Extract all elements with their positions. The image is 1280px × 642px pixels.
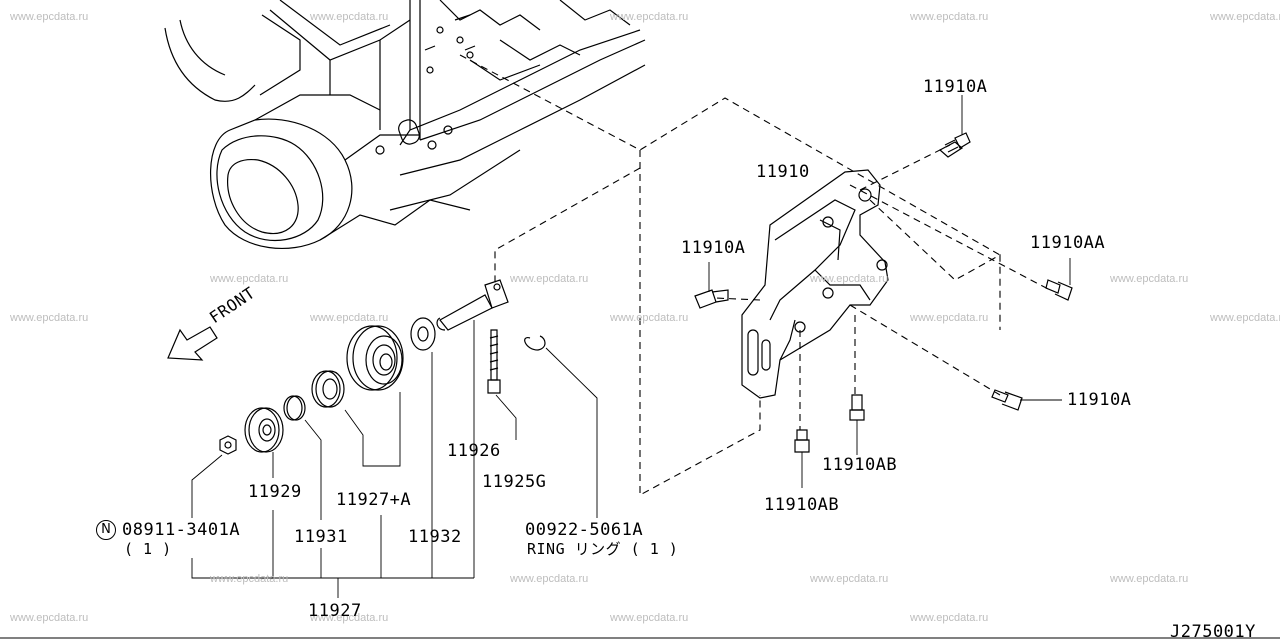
phantom-lines	[459, 54, 1051, 496]
front-arrow	[167, 326, 218, 361]
n-symbol: N	[96, 520, 116, 540]
part-label-11910A-left[interactable]: 11910A	[681, 238, 746, 258]
watermark: www.epcdata.ru	[210, 573, 289, 585]
watermark: www.epcdata.ru	[510, 273, 589, 285]
part-label-11910[interactable]: 11910	[756, 162, 810, 182]
part-label-11927[interactable]: 11927	[308, 601, 362, 621]
watermark: www.epcdata.ru	[910, 612, 989, 624]
watermark: www.epcdata.ru	[910, 312, 989, 324]
bearing	[311, 370, 345, 408]
watermark: www.epcdata.ru	[910, 11, 989, 23]
ring-clip	[524, 335, 598, 518]
qty-note-08911: ( 1 )	[124, 540, 172, 558]
part-label-08911[interactable]: 08911-3401A	[122, 520, 241, 540]
watermark: www.epcdata.ru	[610, 312, 689, 324]
watermark: www.epcdata.ru	[310, 612, 389, 624]
watermark: www.epcdata.ru	[210, 273, 289, 285]
bolt-11910A-left	[694, 262, 729, 309]
spacer-11931	[283, 395, 322, 520]
bolt-11925G	[487, 329, 517, 440]
group-bracket-11927	[191, 510, 474, 598]
engine-block	[164, 0, 646, 250]
part-label-11910A-top[interactable]: 11910A	[923, 77, 988, 97]
watermark: www.epcdata.ru	[10, 11, 89, 23]
watermark: www.epcdata.ru	[1110, 273, 1189, 285]
part-label-11925G[interactable]: 11925G	[482, 472, 547, 492]
watermark: www.epcdata.ru	[810, 273, 889, 285]
watermark: www.epcdata.ru	[10, 612, 89, 624]
bolt-11910AB-bottom	[794, 429, 810, 488]
plate-11929	[244, 407, 284, 478]
ring-note: RING リング ( 1 )	[527, 540, 679, 558]
watermark: www.epcdata.ru	[1110, 573, 1189, 585]
bolt-11910A-top	[938, 95, 971, 158]
pulley-11927	[344, 325, 404, 467]
bolt-11910AB-right	[849, 394, 865, 455]
part-label-11910AB-bottom[interactable]: 11910AB	[764, 495, 840, 515]
nut-08911	[191, 435, 237, 518]
part-label-11910A-right[interactable]: 11910A	[1067, 390, 1132, 410]
bolt-11910AA	[1045, 258, 1073, 301]
watermark: www.epcdata.ru	[310, 312, 389, 324]
watermark: www.epcdata.ru	[10, 312, 89, 324]
part-label-11927A[interactable]: 11927+A	[336, 490, 412, 510]
part-label-11926[interactable]: 11926	[447, 441, 501, 461]
watermark: www.epcdata.ru	[510, 573, 589, 585]
part-label-11929[interactable]: 11929	[248, 482, 302, 502]
part-label-11910AA[interactable]: 11910AA	[1030, 233, 1106, 253]
watermark: www.epcdata.ru	[610, 11, 689, 23]
part-label-00922[interactable]: 00922-5061A	[525, 520, 644, 540]
diagram-id: J275001Y	[1170, 622, 1256, 642]
bracket-11910	[741, 169, 889, 399]
watermark: www.epcdata.ru	[310, 11, 389, 23]
bolt-11910A-right	[991, 389, 1062, 411]
watermark: www.epcdata.ru	[1210, 11, 1280, 23]
watermark: www.epcdata.ru	[810, 573, 889, 585]
washer-11932	[410, 317, 436, 578]
part-label-11931[interactable]: 11931	[294, 527, 348, 547]
part-label-11910AB-right[interactable]: 11910AB	[822, 455, 898, 475]
watermark: www.epcdata.ru	[1210, 312, 1280, 324]
idler-arm-11926	[436, 279, 509, 578]
part-label-11932[interactable]: 11932	[408, 527, 462, 547]
watermark: www.epcdata.ru	[610, 612, 689, 624]
